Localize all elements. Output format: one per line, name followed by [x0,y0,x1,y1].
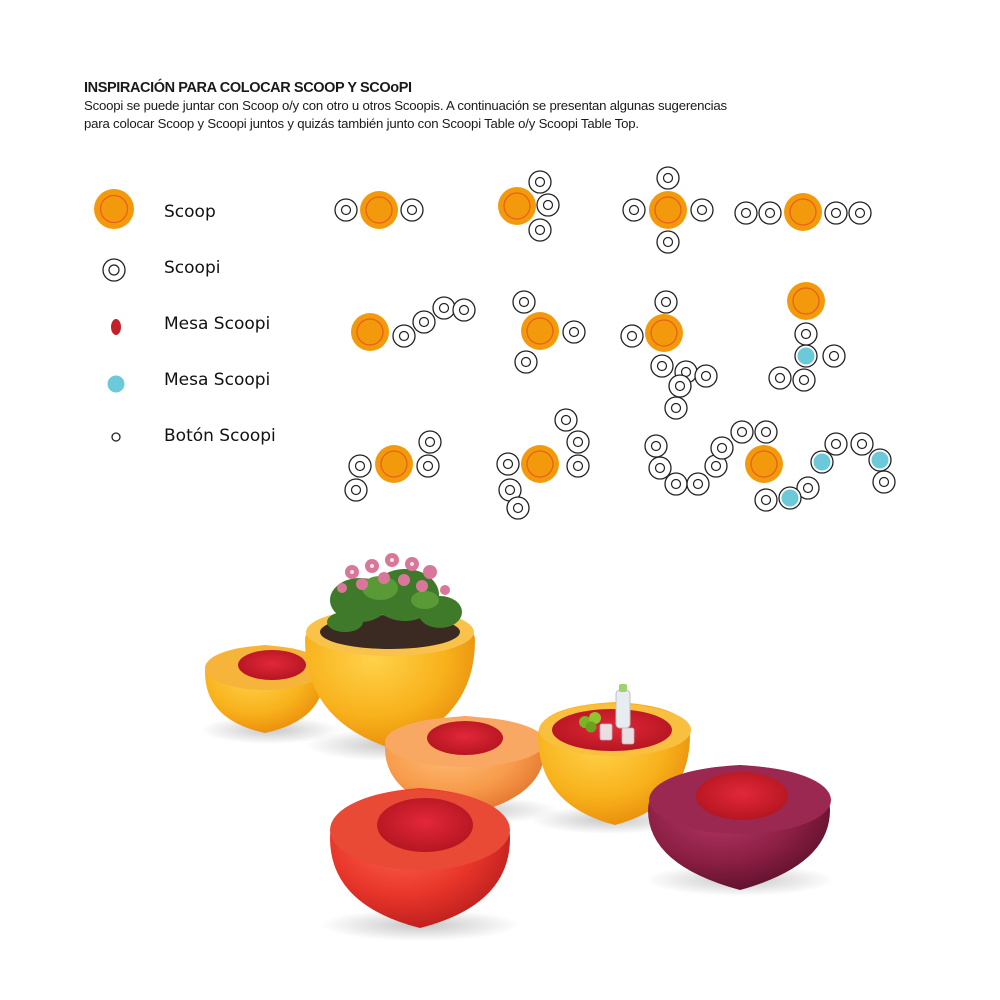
blue-table-mark [794,344,818,368]
scoopi-mark [794,322,818,346]
scoopi-mark [694,364,718,388]
scoopi-mark [792,368,816,392]
scoopi-mark [768,366,792,390]
scoopi-mark [400,198,424,222]
scoopi-mark [664,396,688,420]
scoopi-mark [416,454,440,478]
legend-label-blue-table: Mesa Scoopi [164,370,271,390]
red-seat-front [330,788,510,928]
scoopi-mark [566,430,590,454]
scoopi-mark [412,310,436,334]
scoopi-mark [566,454,590,478]
scoopi-mark [668,374,692,398]
legend-label-scoopi: Scoopi [164,258,221,278]
scoop-mark [787,282,825,320]
scoopi-mark [730,420,754,444]
scoop-mark [498,187,536,225]
scoopi-mark [528,218,552,242]
scoopi-mark [452,298,476,322]
scoop-mark [645,314,683,352]
scoopi-mark [622,198,646,222]
scoop-mark [784,193,822,231]
scoopi-mark [796,476,820,500]
scoopi-mark [528,170,552,194]
scoopi-mark [498,478,522,502]
legend-label-button: Botón Scoopi [164,426,276,446]
scoopi-mark [554,408,578,432]
scoopi-mark [824,432,848,456]
scoopi-mark [656,166,680,190]
intro-line-2: para colocar Scoop y Scoopi juntos y qui… [84,116,639,131]
scoopi-mark [334,198,358,222]
scoop-mark [521,312,559,350]
scoopi-mark [754,488,778,512]
scoopi-icon [102,258,126,282]
scoopi-mark [620,324,644,348]
scoopi-mark [506,496,530,520]
blue-table-mark [810,450,834,474]
scoopi-mark [690,198,714,222]
blue-table-mark [868,448,892,472]
scoop-mark [521,445,559,483]
scoopi-mark [850,432,874,456]
legend-label-scoop: Scoop [164,202,216,222]
scoop-mark [360,191,398,229]
scoopi-mark [432,296,456,320]
blue-table-mark [778,486,802,510]
scoopi-mark [734,201,758,225]
scoopi-mark [686,472,710,496]
scoopi-mark [648,456,672,480]
scoopi-mark [344,478,368,502]
scoopi-mark [496,452,520,476]
scoopi-mark [824,201,848,225]
scoopi-mark [512,290,536,314]
arrangement-diagram [94,166,896,520]
scoop-mark [351,313,389,351]
legend-label-red-table: Mesa Scoopi [164,314,271,334]
scoopi-mark [418,430,442,454]
scoopi-mark [644,434,668,458]
intro-paragraph: Scoopi se puede juntar con Scoop o/y con… [84,97,924,133]
scoopi-mark [654,290,678,314]
planter [305,553,475,748]
scoop-icon [94,189,134,229]
scoopi-mark [562,320,586,344]
arrangement-group [334,166,896,520]
scoopi-mark [872,470,896,494]
scoopi-mark [848,201,872,225]
scoop-mark [649,191,687,229]
scoop-mark [375,445,413,483]
intro-line-1: Scoopi se puede juntar con Scoop o/y con… [84,98,727,113]
scoopi-mark [822,344,846,368]
plum-seat-right [648,765,831,890]
scoopi-mark [656,230,680,254]
scoopi-mark [650,354,674,378]
scoopi-mark [348,454,372,478]
scoop-mark [745,445,783,483]
button-icon [111,432,121,442]
scoopi-mark [758,201,782,225]
scoopi-mark [536,193,560,217]
scoopi-mark [392,324,416,348]
scoopi-mark [710,436,734,460]
yellow-seat-back [205,645,325,733]
blue-table-icon [107,375,125,393]
red-table-icon [111,319,121,335]
scoopi-mark [754,420,778,444]
scoopi-mark [514,350,538,374]
page-heading: INSPIRACIÓN PARA COLOCAR SCOOP Y SCOoPI [84,80,412,96]
